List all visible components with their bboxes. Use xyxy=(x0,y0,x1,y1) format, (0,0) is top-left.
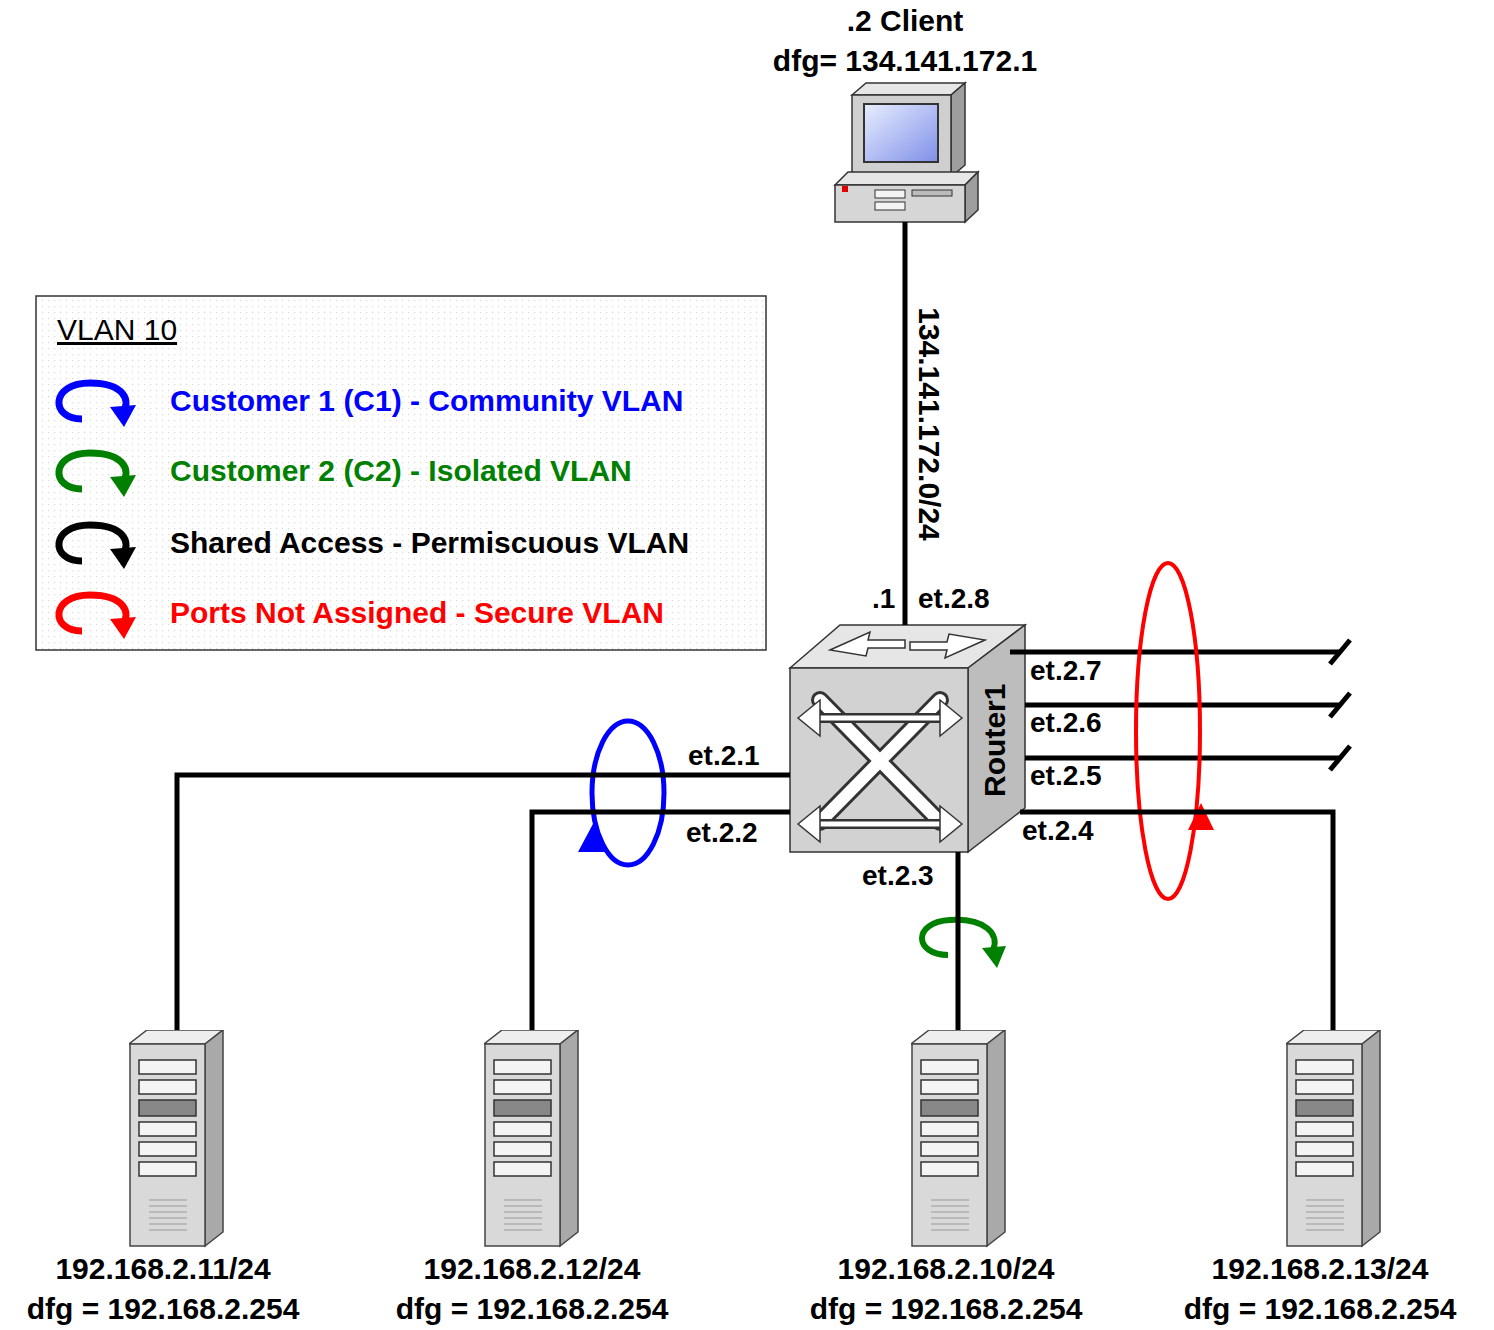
server-icons-part xyxy=(484,1030,578,1246)
node-text: dfg = 192.168.2.254 xyxy=(1184,1292,1457,1327)
subnet-label: 134.141.172.0/24 xyxy=(912,307,947,541)
router-cube-part-part xyxy=(798,806,820,842)
router-cube-part-part xyxy=(812,718,948,824)
client-pc-part xyxy=(875,202,905,210)
router-cube-part xyxy=(812,700,948,824)
router-cube xyxy=(790,625,1025,852)
legend-box-part xyxy=(36,296,766,650)
node-text: dfg = 192.168.2.254 xyxy=(27,1292,300,1327)
server: 192.168.2.12/24 dfg = 192.168.2.254 xyxy=(372,1030,692,1328)
vlan-loops-part xyxy=(1188,803,1214,830)
router-cube-part-part xyxy=(940,700,962,736)
router-cube-part xyxy=(968,625,1025,852)
router-cube-part xyxy=(830,632,985,658)
client-pc-part xyxy=(912,190,952,196)
client-pc-part xyxy=(835,172,978,185)
legend-text: Ports Not Assigned - Secure VLAN xyxy=(170,596,664,631)
router-cube-part xyxy=(798,700,962,842)
client-pc-part xyxy=(842,186,848,192)
client-pc-part xyxy=(864,104,938,162)
client-pc-part xyxy=(875,190,905,198)
legend-swatch-head xyxy=(110,475,136,497)
legend-swatch-head xyxy=(110,617,136,639)
port-name: et.2.5 xyxy=(1028,762,1104,790)
client-pc: .2 Client dfg= 134.141.172.1 xyxy=(745,4,1065,222)
vlan-loops-part xyxy=(1136,563,1200,899)
legend-box xyxy=(36,296,766,650)
legend-text: Customer 2 (C2) - Isolated VLAN xyxy=(170,454,632,489)
client-pc xyxy=(835,83,978,222)
legend-title: VLAN 10 xyxy=(55,312,179,348)
ip-suffix: .1 xyxy=(870,585,897,613)
unused-port-lines-part xyxy=(1025,756,1340,761)
vlan-loops xyxy=(578,563,1214,968)
router-cube-part-part xyxy=(830,632,905,656)
client-pc-part xyxy=(852,83,965,95)
client-pc-part xyxy=(965,172,978,222)
legend-swatch xyxy=(48,587,138,641)
port-name: et.2.4 xyxy=(1020,817,1096,845)
legend-swatch-head xyxy=(110,405,136,427)
unused-port-lines-part xyxy=(1010,650,1340,655)
server-icons-part xyxy=(1286,1030,1380,1246)
node-text: 192.168.2.11/24 xyxy=(55,1252,270,1287)
node-text: Router1 xyxy=(978,684,1013,797)
router-cube-part xyxy=(790,668,968,852)
server: 192.168.2.10/24 dfg = 192.168.2.254 xyxy=(786,1030,1106,1328)
node-text: 192.168.2.10/24 xyxy=(838,1252,1055,1287)
node-text: .2 Client xyxy=(847,4,964,39)
port-name: et.2.1 xyxy=(686,742,762,770)
port-name: et.2.2 xyxy=(684,819,760,847)
legend-swatch xyxy=(48,445,138,499)
server-icons xyxy=(129,1030,1380,1246)
legend-swatch xyxy=(48,517,138,571)
node-text: dfg = 192.168.2.254 xyxy=(810,1292,1083,1327)
router-cube-part-part xyxy=(798,700,820,736)
router-cube-part-part xyxy=(812,718,948,824)
vlan-loops-part xyxy=(982,946,1006,968)
node-text: 192.168.2.12/24 xyxy=(424,1252,641,1287)
legend-swatch xyxy=(48,375,138,429)
server: 192.168.2.13/24 dfg = 192.168.2.254 xyxy=(1160,1030,1480,1328)
network-link xyxy=(956,852,961,1030)
node-text: 192.168.2.13/24 xyxy=(1212,1252,1429,1287)
vlan-loops-part xyxy=(578,822,608,852)
router-cube-part-part xyxy=(940,806,962,842)
legend-swatch-head xyxy=(110,547,136,569)
router-cube-part-part xyxy=(910,634,985,658)
legend-text: Shared Access - Permiscuous VLAN xyxy=(170,526,689,561)
unused-port-lines-part xyxy=(1330,640,1350,770)
port-name: et.2.7 xyxy=(1028,657,1104,685)
legend-box-part xyxy=(37,297,765,649)
legend-text: Customer 1 (C1) - Community VLAN xyxy=(170,384,683,419)
node-text: dfg= 134.141.172.1 xyxy=(773,44,1037,79)
port-name: et.2.6 xyxy=(1028,709,1104,737)
node-text: dfg = 192.168.2.254 xyxy=(396,1292,669,1327)
server: 192.168.2.11/24 dfg = 192.168.2.254 xyxy=(3,1030,323,1328)
network-link xyxy=(1020,812,1333,1030)
server-icons-part xyxy=(129,1030,223,1246)
unused-port-lines xyxy=(1010,640,1350,770)
client-pc-part xyxy=(951,83,965,177)
unused-port-lines-part xyxy=(1025,703,1340,708)
port-name: et.2.3 xyxy=(860,862,936,890)
network-link xyxy=(177,775,790,1030)
network-link xyxy=(532,812,790,1030)
client-pc-part xyxy=(852,95,951,177)
client-pc-part xyxy=(835,185,965,222)
network-link xyxy=(903,222,908,625)
port-name: et.2.8 xyxy=(916,585,992,613)
router-switch: Router1 xyxy=(790,625,1026,852)
server-icons-part xyxy=(911,1030,1005,1246)
